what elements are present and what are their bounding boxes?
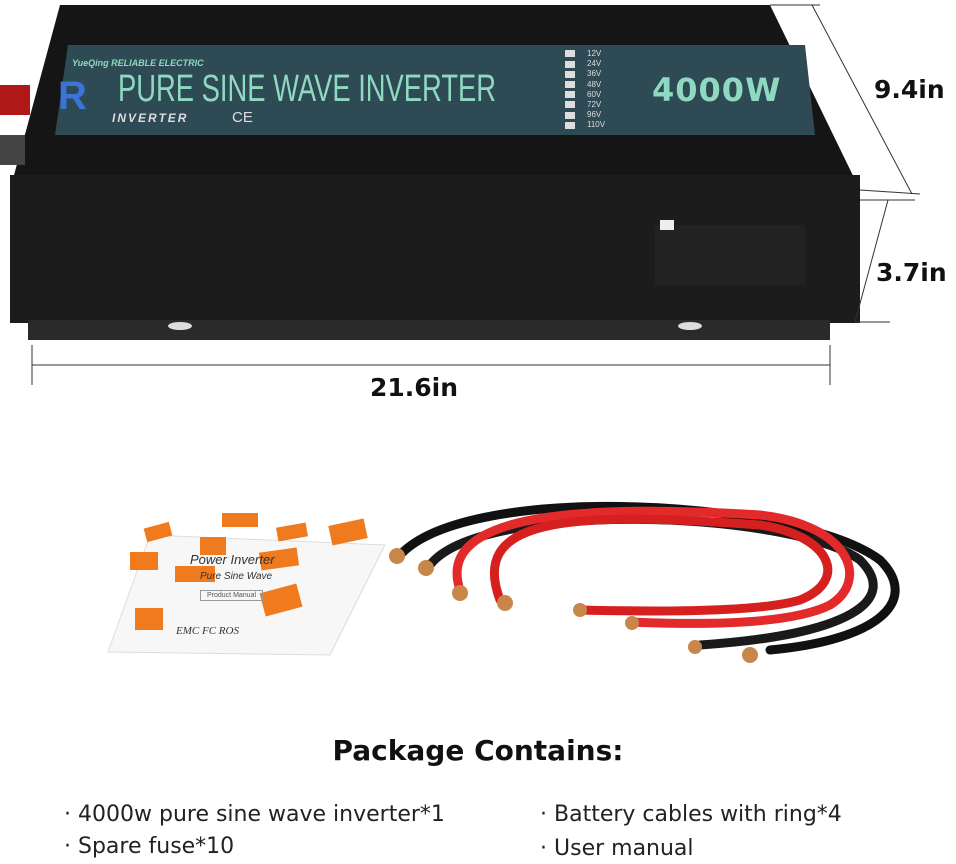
dimension-lines [31, 4, 921, 385]
ce-mark: CE [232, 109, 253, 126]
brand-logo: R [58, 74, 87, 118]
product-label-panel [55, 45, 815, 135]
width-dimension: 21.6in [370, 373, 459, 402]
height-dimension: 3.7in [876, 258, 947, 287]
inverter-image [0, 5, 860, 340]
depth-dimension: 9.4in [874, 75, 945, 104]
package-title: Package Contains: [332, 734, 624, 767]
manual-cert: EMC FC ROS [176, 625, 239, 637]
brand-label: YueQing RELIABLE ELECTRIC [72, 58, 204, 68]
vent-grille [655, 225, 805, 285]
fuses-image [130, 513, 368, 630]
package-item: Battery cables with ring*4 [540, 802, 842, 828]
manual-title: Power Inverter [190, 552, 275, 567]
battery-cables-image [395, 501, 900, 655]
ring-terminals [389, 548, 758, 663]
manual-product-label: Product Manual [200, 590, 264, 601]
power-rating: 4000W [652, 71, 782, 109]
voltage-list: 12V 24V 36V 48V 60V 72V 96V 110V [565, 49, 605, 131]
package-item: Spare fuse*10 [64, 834, 234, 860]
manual-subtitle: Pure Sine Wave [200, 571, 273, 582]
package-item: User manual [540, 836, 694, 862]
label-sub: INVERTER [112, 111, 189, 125]
package-item: 4000w pure sine wave inverter*1 [64, 802, 445, 828]
user-manual-image [107, 534, 386, 656]
label-title: PURE SINE WAVE INVERTER [118, 68, 497, 110]
